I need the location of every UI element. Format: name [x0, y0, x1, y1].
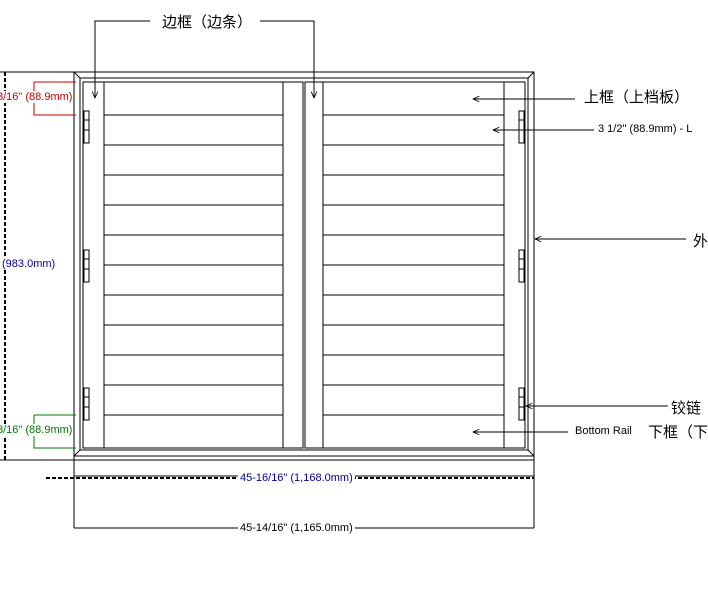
- stile-label: 边框（边条）: [160, 11, 255, 32]
- bottom-rail-en-label: Bottom Rail: [575, 425, 632, 437]
- bottom-rail-dimension: 3/16" (88.9mm): [0, 424, 73, 436]
- outer-width-dimension: 45-16/16" (1,168.0mm): [238, 472, 355, 484]
- top-rail-dimension: 3/16" (88.9mm): [0, 91, 73, 103]
- top-rail-spec-label: 3 1/2" (88.9mm) - L: [598, 123, 693, 135]
- hinge-label: 铰链: [671, 399, 702, 417]
- panel-width-dimension: 45-14/16" (1,165.0mm): [238, 522, 355, 534]
- top-rail-label: 上框（上档板）: [584, 88, 690, 106]
- hinges-left: [83, 110, 90, 421]
- outer-frame-label: 外: [693, 232, 708, 250]
- overall-height-dimension: (983.0mm): [2, 258, 56, 270]
- hinges-right: [518, 110, 525, 421]
- leader-arrows: [473, 99, 686, 432]
- outer-frame: [73, 71, 535, 457]
- bottom-rail-cn-label: 下框（下: [648, 423, 708, 441]
- stile-callout: [95, 20, 314, 98]
- louvers: [104, 114, 504, 416]
